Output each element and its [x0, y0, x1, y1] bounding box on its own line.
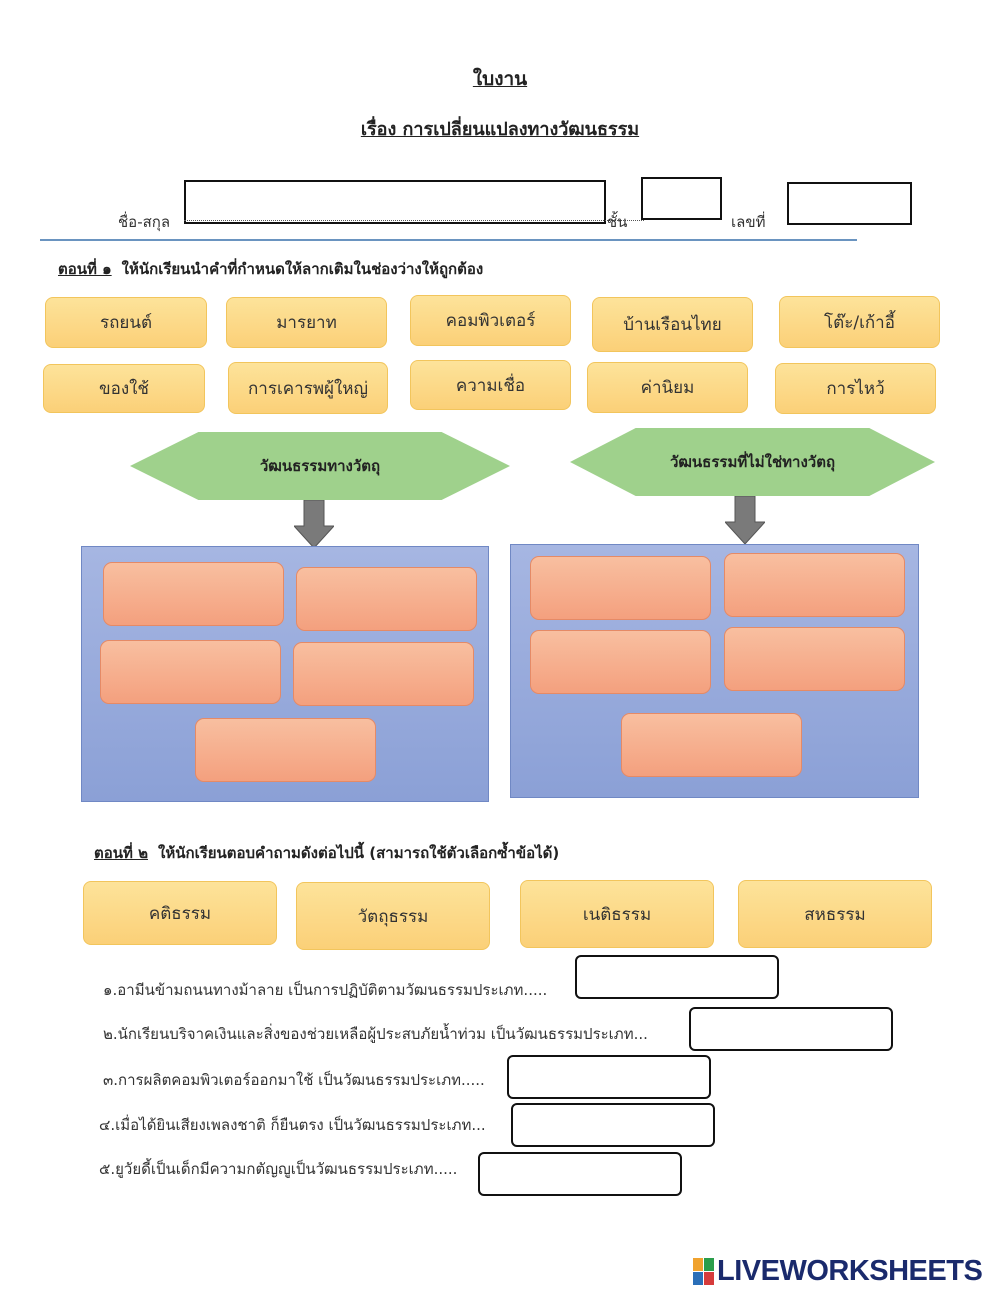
drop-slot[interactable] [296, 567, 477, 631]
choice-chip: คติธรรม [83, 881, 277, 945]
drop-slot[interactable] [724, 553, 905, 617]
down-arrow-icon [294, 500, 334, 548]
answer-4-input[interactable] [511, 1103, 715, 1147]
drop-slot[interactable] [293, 642, 474, 706]
name-input[interactable] [184, 180, 606, 224]
word-chip[interactable]: โต๊ะ/เก้าอี้ [779, 296, 940, 348]
class-label: ชั้น [607, 213, 628, 231]
part1-label: ตอนที่ ๑ [58, 260, 112, 278]
name-dots [184, 206, 644, 221]
word-chip[interactable]: คอมพิวเตอร์ [410, 295, 571, 346]
word-chip[interactable]: ของใช้ [43, 364, 205, 413]
name-label: ชื่อ-สกุล [118, 213, 171, 231]
class-input[interactable] [641, 177, 722, 220]
question-5: ๕.ยูวัยดี้เป็นเด็กมีความกตัญญูเป็นวัฒนธร… [99, 1160, 458, 1178]
drop-slot[interactable] [100, 640, 281, 704]
category-non-material: วัฒนธรรมที่ไม่ใช่ทางวัตถุ [570, 428, 935, 496]
question-4: ๔.เมื่อได้ยินเสียงเพลงชาติ ก็ยืนตรง เป็น… [99, 1116, 486, 1134]
liveworksheets-logo: LIVEWORKSHEETS [693, 1255, 983, 1288]
logo-text: LIVEWORKSHEETS [717, 1255, 983, 1287]
number-input[interactable] [787, 182, 912, 225]
part1-heading: ตอนที่ ๑ ให้นักเรียนนำคำที่กำหนดให้ลากเติ… [58, 257, 483, 281]
down-arrow-icon [725, 496, 765, 544]
choice-chip: เนติธรรม [520, 880, 714, 948]
answer-3-input[interactable] [507, 1055, 711, 1099]
drop-slot[interactable] [103, 562, 284, 626]
drop-slot[interactable] [195, 718, 376, 782]
answer-5-input[interactable] [478, 1152, 682, 1196]
number-label: เลขที่ [731, 213, 766, 231]
word-chip[interactable]: รถยนต์ [45, 297, 207, 348]
word-chip[interactable]: มารยาท [226, 297, 387, 348]
answer-1-input[interactable] [575, 955, 779, 999]
drop-slot[interactable] [621, 713, 802, 777]
question-2: ๒.นักเรียนบริจาคเงินและสิ่งของช่วยเหลือผ… [103, 1025, 648, 1043]
drop-slot[interactable] [724, 627, 905, 691]
drop-slot[interactable] [530, 556, 711, 620]
logo-icon [693, 1258, 714, 1285]
category-material: วัฒนธรรมทางวัตถุ [130, 432, 510, 500]
choice-chip: วัตถุธรรม [296, 882, 490, 950]
worksheet-title: ใบงาน [472, 68, 528, 90]
divider [40, 239, 857, 241]
word-chip[interactable]: การเคารพผู้ใหญ่ [228, 362, 388, 414]
drop-slot[interactable] [530, 630, 711, 694]
answer-2-input[interactable] [689, 1007, 893, 1051]
word-chip[interactable]: ความเชื่อ [410, 360, 571, 410]
part2-label: ตอนที่ ๒ [94, 844, 149, 862]
word-chip[interactable]: การไหว้ [775, 363, 936, 414]
part1-instruction: ให้นักเรียนนำคำที่กำหนดให้ลากเติมในช่องว… [121, 260, 484, 278]
word-chip[interactable]: ค่านิยม [587, 362, 748, 413]
question-1: ๑.อามีนข้ามถนนทางม้าลาย เป็นการปฏิบัติตา… [103, 981, 548, 999]
worksheet-subtitle: เรื่อง การเปลี่ยนแปลงทางวัฒนธรรม [360, 119, 640, 140]
question-3: ๓.การผลิตคอมพิวเตอร์ออกมาใช้ เป็นวัฒนธรร… [103, 1071, 485, 1089]
choice-chip: สหธรรม [738, 880, 932, 948]
word-chip[interactable]: บ้านเรือนไทย [592, 297, 753, 352]
part2-heading: ตอนที่ ๒ ให้นักเรียนตอบคำถามดังต่อไปนี้ (… [94, 841, 559, 865]
part2-instruction: ให้นักเรียนตอบคำถามดังต่อไปนี้ (สามารถใช… [158, 844, 560, 862]
